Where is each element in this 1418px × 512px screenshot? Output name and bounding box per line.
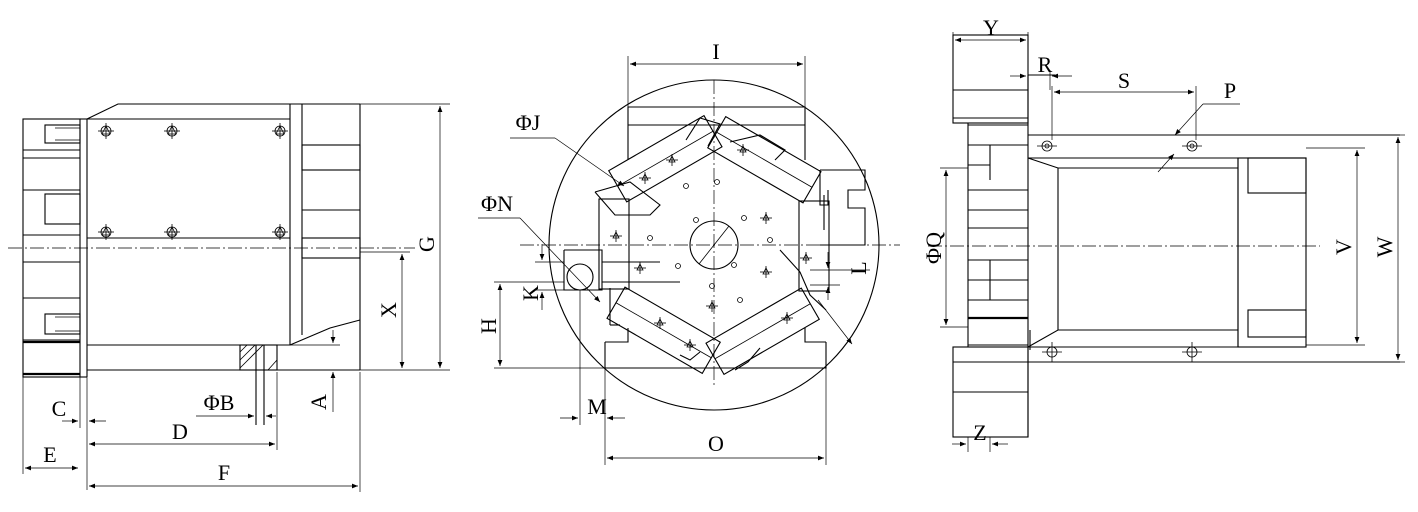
screw-symbol bbox=[98, 123, 114, 139]
dim-label-h: H bbox=[476, 318, 501, 334]
dim-label-q: ΦQ bbox=[921, 232, 946, 264]
side-dimensions: G X A ΦB C D E bbox=[22, 103, 450, 492]
top-view: Y R S P ΦQ V bbox=[921, 15, 1405, 452]
front-top-block bbox=[627, 106, 806, 160]
dim-label-p: P bbox=[1224, 78, 1236, 103]
front-fasteners bbox=[647, 179, 773, 303]
side-body bbox=[86, 103, 361, 425]
screw-symbol bbox=[164, 224, 180, 240]
front-left-clamp bbox=[563, 249, 680, 326]
side-flange bbox=[22, 118, 87, 378]
screw-symbol bbox=[272, 123, 288, 139]
front-tool-slots bbox=[594, 114, 830, 376]
screw-symbol bbox=[98, 224, 114, 240]
dim-label-o: O bbox=[708, 431, 724, 456]
front-dimensions: I ΦJ ΦN K H M bbox=[476, 39, 871, 465]
dim-label-c: C bbox=[52, 396, 67, 421]
dim-label-f: F bbox=[218, 460, 230, 485]
front-bottom-block bbox=[604, 328, 827, 369]
side-view: G X A ΦB C D E bbox=[8, 103, 450, 492]
front-view: I ΦJ ΦN K H M bbox=[476, 39, 900, 465]
tool-slot bbox=[606, 286, 722, 375]
dim-label-i: I bbox=[712, 39, 719, 64]
screw-symbol bbox=[272, 224, 288, 240]
dim-label-z: Z bbox=[973, 420, 986, 445]
dim-label-j: ΦJ bbox=[516, 110, 541, 135]
dim-label-b: ΦB bbox=[204, 390, 235, 415]
dim-label-n: ΦN bbox=[481, 191, 513, 216]
front-screw-symbols bbox=[610, 144, 812, 351]
tool-slot bbox=[598, 198, 630, 290]
dim-label-e: E bbox=[43, 442, 56, 467]
dim-label-k: K bbox=[518, 285, 543, 301]
dim-label-g: G bbox=[414, 236, 439, 252]
tool-slot bbox=[706, 115, 822, 204]
dim-label-m: M bbox=[587, 394, 607, 419]
tool-slot bbox=[798, 200, 830, 292]
side-screw-symbols bbox=[98, 123, 288, 240]
tool-slot bbox=[607, 114, 723, 203]
dim-label-v: V bbox=[1331, 239, 1356, 255]
top-flange bbox=[952, 34, 1055, 438]
dim-label-w: W bbox=[1372, 236, 1397, 257]
top-bolt-symbols bbox=[1037, 140, 1202, 362]
top-dimensions: Y R S P ΦQ V bbox=[921, 15, 1405, 452]
top-body bbox=[1027, 134, 1400, 363]
dim-label-x: X bbox=[376, 302, 401, 318]
dim-label-r: R bbox=[1038, 52, 1053, 77]
dim-label-a: A bbox=[306, 394, 331, 410]
screw-symbol bbox=[164, 123, 180, 139]
dim-label-s: S bbox=[1118, 68, 1130, 93]
front-right-clamp bbox=[819, 169, 866, 246]
dim-label-l: L bbox=[846, 261, 871, 274]
tool-slot bbox=[705, 287, 821, 376]
dim-label-y: Y bbox=[983, 15, 999, 40]
centre-bore bbox=[689, 220, 739, 270]
dim-label-d: D bbox=[172, 419, 188, 444]
